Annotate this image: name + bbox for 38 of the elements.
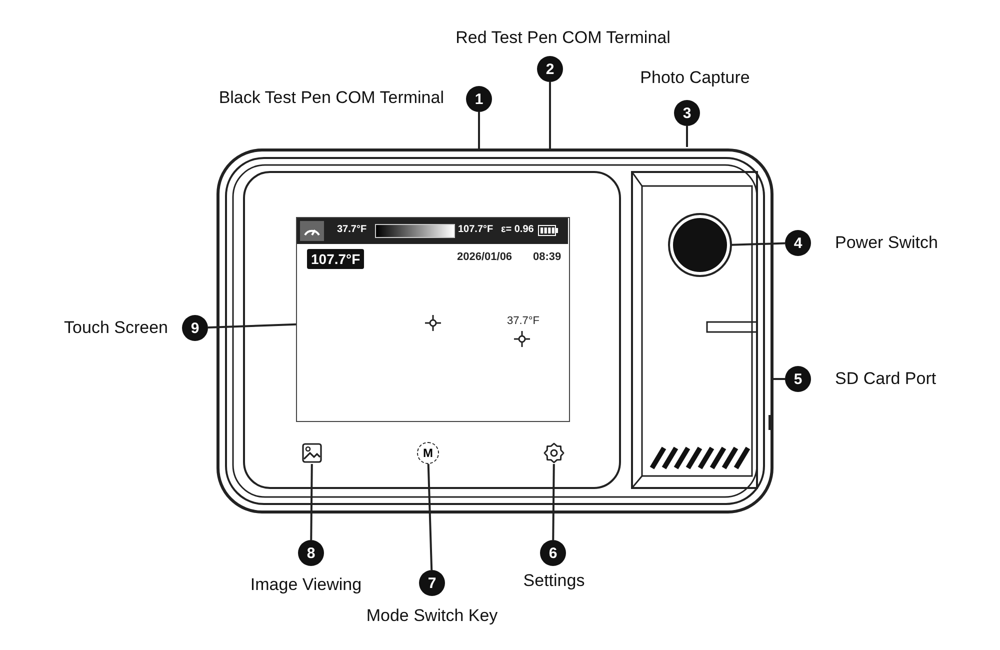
callout-number: 8: [298, 540, 324, 566]
callout-label: Mode Switch Key: [366, 606, 498, 626]
max-temperature: 107.7°F: [458, 224, 494, 235]
callout-label: SD Card Port: [835, 369, 936, 389]
leader-line: [771, 378, 785, 380]
leader-line: [549, 82, 551, 150]
spot-temperature: 37.7°F: [507, 315, 540, 327]
callout-number: 9: [182, 315, 208, 341]
callout-label: Touch Screen: [64, 318, 168, 338]
callout-number: 3: [674, 100, 700, 126]
leader-line: [310, 464, 313, 540]
date: 2026/01/06: [457, 251, 512, 263]
callout-label: Photo Capture: [640, 68, 750, 88]
callout-number: 6: [540, 540, 566, 566]
callout-label: Settings: [523, 571, 585, 591]
callout-number: 7: [419, 570, 445, 596]
leader-line: [427, 464, 433, 570]
leader-line: [478, 112, 480, 151]
mode-key: M: [417, 442, 439, 464]
callout-label: Image Viewing: [250, 575, 362, 595]
callout-number: 2: [537, 56, 563, 82]
gallery-icon: [301, 442, 323, 464]
settings-icon: [543, 442, 565, 464]
touch-screen: [296, 217, 570, 422]
center-temperature: 107.7°F: [307, 249, 364, 269]
leader-line: [208, 323, 296, 329]
emissivity-value: ε= 0.96: [501, 224, 534, 235]
callout-number: 5: [785, 366, 811, 392]
callout-label: Power Switch: [835, 233, 938, 253]
min-temperature: 37.7°F: [337, 224, 367, 235]
callout-label: Red Test Pen COM Terminal: [456, 28, 670, 48]
leader-line: [686, 126, 688, 147]
leader-line: [552, 464, 555, 540]
callout-number: 4: [785, 230, 811, 256]
callout-number: 1: [466, 86, 492, 112]
time: 08:39: [533, 251, 562, 263]
power-button: [668, 213, 732, 277]
callout-label: Black Test Pen COM Terminal: [218, 88, 444, 108]
